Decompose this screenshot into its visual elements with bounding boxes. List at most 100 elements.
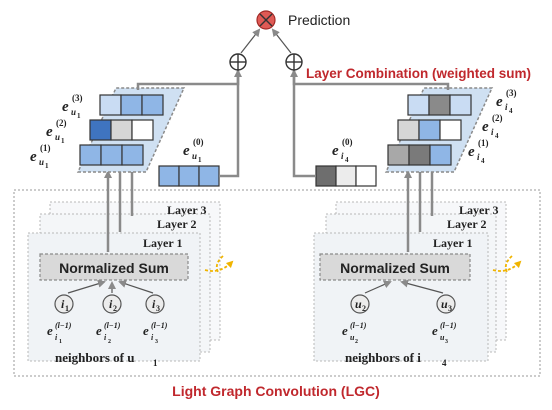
left-neighbor-arrow-3 [118,280,154,294]
right-neighbors-caption: neighbors of i 4 [345,350,447,368]
svg-text:4: 4 [345,156,349,164]
svg-text:i: i [104,333,107,342]
left-emb1-label: e (1) u 1 [30,143,51,170]
svg-text:e: e [47,323,53,338]
svg-text:i: i [477,152,480,162]
svg-text:(3): (3) [72,93,83,103]
svg-text:i: i [505,102,508,112]
left-layer2-title: Layer 2 [157,217,196,231]
svg-text:2: 2 [362,304,366,313]
svg-text:1: 1 [59,339,62,345]
svg-text:e: e [46,124,53,140]
left-neighbor-arrow-1 [67,279,106,294]
left-embedding-stack: e (3) u 1 e (2) u 1 e (1) u 1 [30,87,186,173]
svg-text:(l−1): (l−1) [151,321,168,330]
svg-text:u: u [55,132,60,142]
svg-text:1: 1 [198,156,202,164]
svg-text:1: 1 [61,137,65,145]
right-emb3-cell-1 [407,94,430,116]
right-emb3-label: e (3) i 4 [496,88,517,115]
right-emb0-cell-1 [315,165,337,187]
right-layer2-title: Layer 2 [447,217,486,231]
svg-text:4: 4 [495,132,499,140]
right-emb0-cell-3 [355,165,377,187]
svg-text:neighbors of u: neighbors of u [55,350,134,365]
left-emb3-cell-1 [99,94,122,116]
left-emb2-cell-2 [110,119,133,141]
svg-text:4: 4 [509,107,513,115]
svg-text:u: u [39,157,44,167]
right-emb0-label: e (0) i 4 [332,137,353,164]
svg-text:u: u [350,333,355,342]
svg-text:u: u [441,297,448,311]
svg-text:i: i [109,297,113,311]
svg-text:e: e [62,99,69,115]
right-cycle-icon [492,255,522,273]
right-to-prediction-arrow [271,28,292,54]
left-emb2-label: e (2) u 1 [46,118,67,145]
svg-text:e: e [496,94,503,110]
svg-text:e: e [432,323,438,338]
svg-text:(0): (0) [342,137,353,147]
svg-text:e: e [342,323,348,338]
svg-text:e: e [482,119,489,135]
right-layer1-title: Layer 1 [433,236,472,250]
left-emb0-cell-3 [198,165,220,187]
right-upward-arrows [404,164,436,252]
svg-text:u: u [355,297,362,311]
left-neighbor-node-3: i 3 [145,294,165,314]
right-layer1-card [313,232,489,362]
svg-text:e: e [30,149,37,165]
svg-text:1: 1 [153,358,158,368]
right-emb2-cell-3 [439,119,462,141]
left-cycle-icon [204,255,234,273]
right-emb2-label: e (2) i 4 [482,113,503,140]
svg-text:(1): (1) [478,138,489,148]
left-neighbor-node-2: i 2 [102,294,122,314]
left-neighbors-caption: neighbors of u 1 [55,350,158,368]
left-normalized-sum-box [39,253,189,281]
right-neighbor-arrow-2 [400,279,444,294]
left-combination-arrows [136,69,242,178]
svg-text:u: u [440,333,445,342]
right-combination-arrows [290,69,450,178]
right-neighbor-node-2: u 3 [436,294,456,314]
svg-text:(2): (2) [56,118,67,128]
svg-text:e: e [332,143,339,159]
svg-text:i: i [152,297,156,311]
svg-text:neighbors of i: neighbors of i [345,350,421,365]
right-emb0: e (0) i 4 [315,137,377,187]
svg-text:(0): (0) [193,137,204,147]
prediction-label: Prediction [288,12,350,28]
left-normalized-sum-label: Normalized Sum [59,260,169,276]
left-neighbor-emb-3: e (l−1) i 3 [143,321,168,345]
left-emb0-cell-1 [158,165,180,187]
left-plus-icon [229,53,247,71]
svg-text:i: i [491,127,494,137]
svg-text:u: u [71,107,76,117]
left-layer1-title: Layer 1 [143,236,182,250]
right-neighbor-node-1: u 2 [350,294,370,314]
svg-text:(2): (2) [492,113,503,123]
right-emb1-cell-1 [387,144,410,166]
prediction-icon [256,10,276,30]
svg-text:4: 4 [481,157,485,165]
left-emb1-cell-1 [79,144,102,166]
svg-text:i: i [341,151,344,161]
left-upward-arrows [104,164,136,252]
right-embedding-stack: e (3) i 4 e (2) i 4 e (1) i 4 [384,87,517,173]
svg-text:(1): (1) [40,143,51,153]
svg-text:i: i [61,297,65,311]
svg-text:1: 1 [65,304,69,313]
svg-text:2: 2 [113,304,117,313]
left-emb3-cell-2 [120,94,143,116]
svg-text:e: e [96,323,102,338]
right-emb1-cell-2 [408,144,431,166]
left-emb1-cell-3 [121,144,144,166]
svg-text:u: u [192,151,197,161]
right-lgc-stack: Layer 3 Layer 2 Layer 1 Normalized Sum u… [313,201,522,368]
left-emb3-cell-3 [141,94,164,116]
right-neighbor-arrow-1 [364,280,392,294]
